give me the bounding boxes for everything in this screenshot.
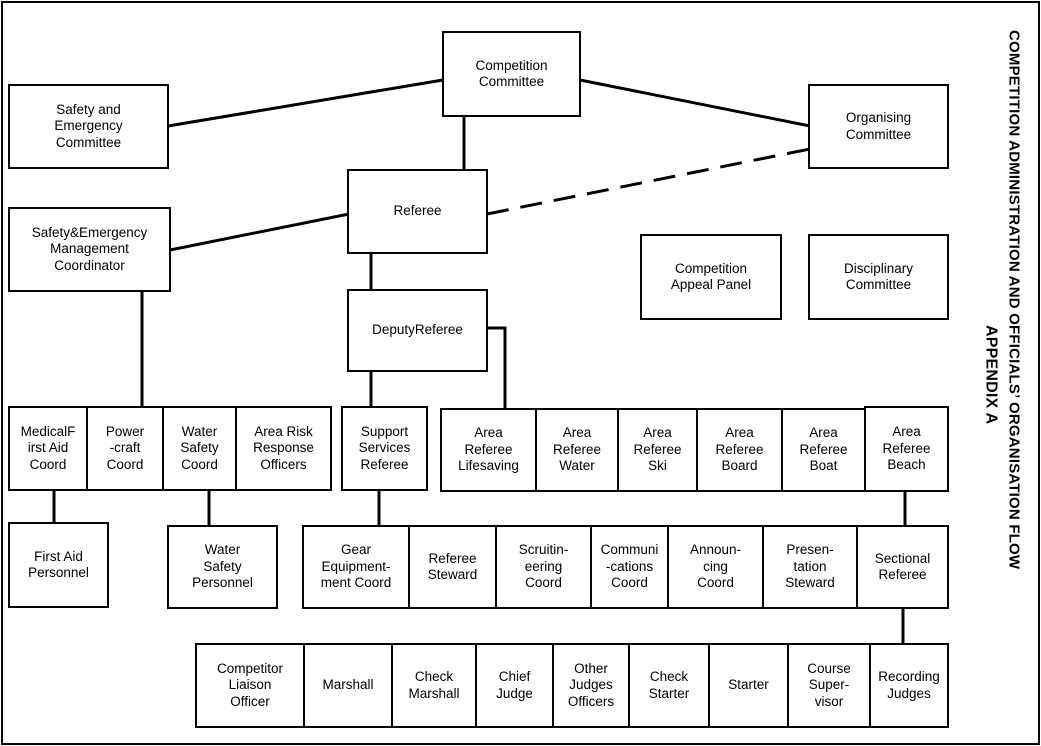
safety-emergency-coordinator-box: Safety&Emergency Management Coordinator [8, 207, 171, 292]
area-referee-lifesaving-box: Area Referee Lifesaving [440, 408, 537, 492]
other-judges-officers-box: Other Judges Officers [552, 643, 630, 728]
safety-emergency-committee-box: Safety and Emergency Committee [8, 84, 169, 169]
deputy-referee-box: DeputyReferee [347, 289, 488, 372]
check-starter-box: Check Starter [628, 643, 710, 728]
water-safety-personnel-box: Water Safety Personnel [167, 525, 278, 609]
line-committee-to-safety-committee [167, 78, 444, 128]
announcing-coord-box: Announ- cing Coord [667, 525, 764, 609]
organising-committee-box: Organising Committee [808, 84, 949, 169]
line-committee-to-organising [579, 78, 811, 128]
presentation-steward-box: Presen- tation Steward [762, 525, 858, 609]
area-referee-ski-box: Area Referee Ski [617, 408, 698, 492]
scruitineering-coord-box: Scruitin- eering Coord [495, 525, 592, 609]
marshall-box: Marshall [303, 643, 393, 728]
support-services-referee-box: Support Services Referee [341, 406, 428, 491]
appendix-label: APPENDIX A [982, 325, 1000, 425]
area-referee-boat-box: Area Referee Boat [781, 408, 866, 492]
referee-box: Referee [347, 169, 488, 254]
side-title: COMPETITION ADMINISTRATION AND OFFICIALS… [962, 30, 1041, 610]
area-referee-water-box: Area Referee Water [535, 408, 619, 492]
referee-steward-box: Referee Steward [408, 525, 497, 609]
sectional-referee-box: Sectional Referee [856, 525, 949, 609]
water-safety-coord-box: Water Safety Coord [162, 406, 237, 491]
course-supervisor-box: Course Super- visor [787, 643, 871, 728]
competition-committee-box: Competition Committee [442, 31, 581, 117]
first-aid-personnel-box: First Aid Personnel [8, 522, 109, 608]
competition-appeal-panel-box: Competition Appeal Panel [640, 234, 782, 320]
communications-coord-box: Communi -cations Coord [590, 525, 669, 609]
recording-judges-box: Recording Judges [869, 643, 949, 728]
check-marshall-box: Check Marshall [391, 643, 477, 728]
disciplinary-committee-box: Disciplinary Committee [808, 234, 949, 320]
document-title: COMPETITION ADMINISTRATION AND OFFICIALS… [1005, 30, 1023, 570]
chief-judge-box: Chief Judge [475, 643, 554, 728]
area-referee-beach-box: Area Referee Beach [864, 406, 949, 492]
powercraft-coord-box: Power -craft Coord [86, 406, 164, 491]
gear-equipment-coord-box: Gear Equipment- ment Coord [302, 525, 410, 609]
line-deputy-to-area-referees [487, 326, 507, 410]
area-risk-response-officers-box: Area Risk Response Officers [235, 406, 332, 491]
line-referee-to-safety-coordinator [169, 212, 350, 252]
line-referee-to-organising-dashed [486, 147, 811, 216]
area-referee-board-box: Area Referee Board [696, 408, 783, 492]
starter-box: Starter [708, 643, 789, 728]
medical-first-aid-coord-box: MedicalF irst Aid Coord [8, 406, 88, 491]
competitor-liaison-officer-box: Competitor Liaison Officer [195, 643, 305, 728]
